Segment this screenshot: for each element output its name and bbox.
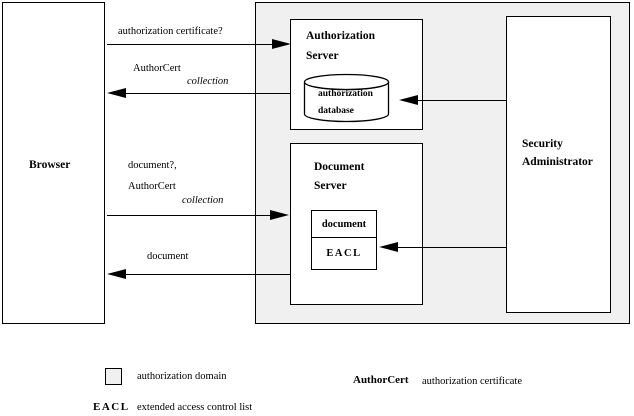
arrow-left-icon <box>399 95 418 105</box>
arrow-left-icon <box>107 269 126 279</box>
security-administrator-title: Security Administrator <box>522 135 593 171</box>
arrow-left-icon <box>107 88 126 98</box>
document-server-title-line2: Server <box>314 180 347 192</box>
database-label-line1: authorization <box>318 89 373 99</box>
authorization-server-title-line2: Server <box>306 50 339 62</box>
document-request-label: document?, <box>128 160 177 171</box>
database-label-line2: database <box>318 106 354 116</box>
browser-box: Browser <box>2 2 105 324</box>
arrow-left-icon <box>379 242 398 252</box>
legend-authorcert-label: authorization certificate <box>422 376 522 387</box>
legend-eacl-label: extended access control list <box>137 402 253 413</box>
authorization-server-title: Authorization Server <box>306 26 375 66</box>
authorization-domain-swatch <box>105 368 122 385</box>
browser-label: Browser <box>29 159 71 171</box>
document-server-title-line1: Document <box>314 161 365 173</box>
auth-cert-request-label: authorization certificate? <box>118 26 223 37</box>
legend-eacl-key: EACL <box>93 401 130 413</box>
legend-authorcert-key: AuthorCert <box>353 374 409 386</box>
security-administrator-title-line2: Administrator <box>522 156 593 168</box>
arrow-right-icon <box>272 39 291 49</box>
authorization-server-title-line1: Authorization <box>306 30 375 42</box>
authorcert-reply-label: AuthorCert <box>133 63 181 74</box>
authorcert-reply-qualifier: collection <box>187 76 229 87</box>
security-administrator-box: Security Administrator <box>506 16 611 313</box>
arrow-document-reply-line <box>125 274 290 275</box>
arrow-right-icon <box>270 210 289 220</box>
arrow-auth-cert-request-line <box>107 44 273 45</box>
document-server-title: Document Server <box>314 158 364 196</box>
arrow-document-request-line <box>107 215 271 216</box>
arrow-admin-to-eacl-line <box>397 247 506 248</box>
eacl-cell: EACL <box>326 248 362 259</box>
document-eacl-box: document EACL <box>311 210 377 270</box>
arrow-authorcert-reply-line <box>125 93 290 94</box>
document-cell: document <box>312 211 376 238</box>
arrow-admin-to-database-line <box>417 100 506 101</box>
database-cylinder-icon <box>303 73 390 123</box>
document-request-authorcert-label: AuthorCert <box>128 181 176 192</box>
security-administrator-title-line1: Security <box>522 138 563 150</box>
document-reply-label: document <box>147 251 189 262</box>
document-request-qualifier: collection <box>182 195 224 206</box>
legend-domain-label: authorization domain <box>137 371 227 382</box>
